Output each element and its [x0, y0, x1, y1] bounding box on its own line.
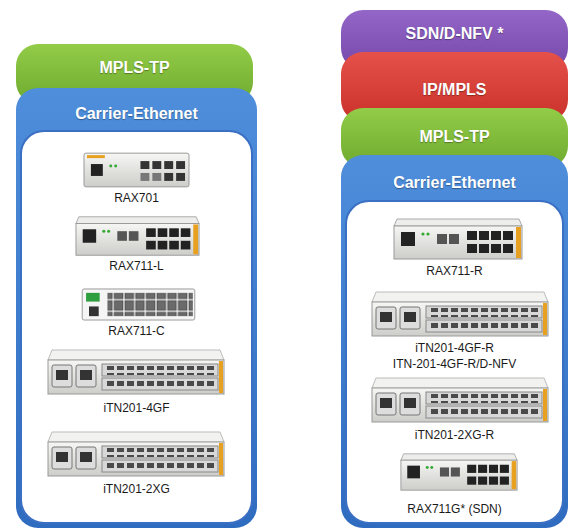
device-label-stack: RAX711-C	[26, 323, 247, 339]
device-name: iTN201-2XG-R	[351, 427, 558, 443]
tab-title: MPLS-TP	[341, 127, 568, 147]
device-item: RAX711-C	[26, 286, 247, 339]
device-name: RAX701	[26, 190, 247, 206]
device-name: RAX711-C	[26, 323, 247, 339]
tab-title: MPLS-TP	[16, 58, 253, 78]
technology-tab: Carrier-EthernetRAX701RAX711-L RAX711-C iT…	[16, 88, 257, 528]
device-item: RAX711-L	[26, 213, 247, 274]
device-label-stack: iTN201-4GF-RITN-201-4GF-R/D-NFV	[351, 340, 558, 372]
device-name: iTN201-4GF-R	[351, 340, 558, 356]
device-name: RAX711G* (SDN)	[351, 501, 558, 517]
device-name: ITN-201-4GF-R/D-NFV	[351, 356, 558, 372]
device-item: iTN201-2XG	[26, 428, 247, 497]
device-label-stack: iTN201-2XG-R	[351, 427, 558, 443]
device-label-stack: RAX701	[26, 190, 247, 206]
device-label-stack: RAX711-L	[26, 258, 247, 274]
device-item: iTN201-4GF	[26, 346, 247, 416]
technology-tab: Carrier-EthernetRAX711-R iTN201-4GF-RITN-…	[341, 155, 568, 528]
tab-title: Carrier-Ethernet	[16, 104, 257, 124]
device-item: iTN201-2XG-R	[351, 374, 558, 443]
tab-title: SDN/D-NFV *	[341, 24, 568, 44]
tab-title: Carrier-Ethernet	[341, 173, 568, 193]
device-item: iTN201-4GF-RITN-201-4GF-R/D-NFV	[351, 288, 558, 372]
device-name: iTN201-4GF	[26, 400, 247, 416]
device-item: RAX711-R	[351, 216, 558, 279]
device-label-stack: RAX711-R	[351, 263, 558, 279]
device-name: RAX711-R	[351, 263, 558, 279]
device-label-stack: RAX711G* (SDN)	[351, 501, 558, 517]
device-label-stack: iTN201-2XG	[26, 481, 247, 497]
tab-title: IP/MPLS	[341, 80, 568, 100]
device-label-stack: iTN201-4GF	[26, 400, 247, 416]
device-item: RAX701	[26, 150, 247, 206]
device-name: RAX711-L	[26, 258, 247, 274]
device-name: iTN201-2XG	[26, 481, 247, 497]
device-item: RAX711G* (SDN)	[351, 450, 558, 517]
